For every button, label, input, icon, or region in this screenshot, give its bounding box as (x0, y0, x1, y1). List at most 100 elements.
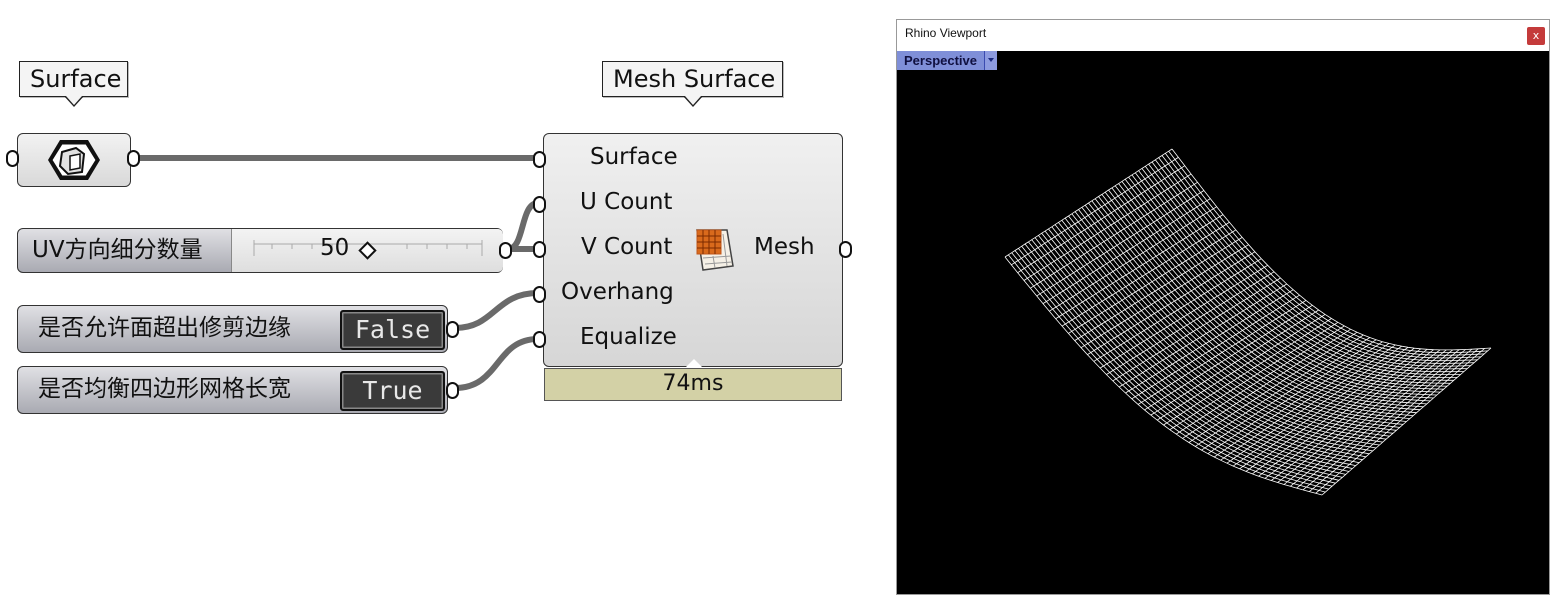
wire-overhang (452, 290, 541, 331)
mesh-line-v (1118, 283, 1288, 388)
slider-output-grip[interactable] (499, 242, 512, 259)
input-u-count[interactable]: U Count (580, 189, 673, 215)
mesh-surface-callout: Mesh Surface (602, 61, 783, 107)
mesh-line-u (1124, 178, 1444, 390)
mesh-line-u (1121, 181, 1441, 393)
mesh-line-v (1055, 214, 1224, 320)
viewport-tab-perspective[interactable]: Perspective (897, 51, 997, 70)
mesh-line-u (1111, 187, 1431, 402)
mesh-line-v (1290, 349, 1460, 487)
boolean-toggle-overhang[interactable]: 是否允许面超出修剪边缘 False (17, 305, 448, 353)
input-surface[interactable]: Surface (590, 144, 678, 170)
boolean-toggle-value[interactable]: True (340, 371, 445, 411)
mesh-line-v (1309, 348, 1479, 492)
surface-param-icon (48, 140, 100, 180)
mesh-line-v (1213, 341, 1383, 458)
mesh-line-u (1164, 153, 1485, 356)
surface-param[interactable] (17, 133, 131, 187)
mesh-line-u (1031, 239, 1350, 472)
viewport-window-title: Rhino Viewport (905, 26, 987, 40)
mesh-line-v (1087, 251, 1256, 355)
rhino-viewport-window[interactable]: Rhino Viewport x Perspective (896, 19, 1550, 595)
boolean-overhang-output-grip[interactable] (446, 321, 459, 338)
mesh-preview (1004, 148, 1492, 496)
mesh-line-v (1049, 206, 1217, 312)
output-mesh[interactable]: Mesh (754, 234, 815, 260)
mesh-line-v (1137, 300, 1307, 405)
surface-param-input-grip[interactable] (6, 150, 19, 167)
surface-param-output-grip[interactable] (127, 150, 140, 167)
mesh-line-v (1182, 328, 1351, 439)
slider-value: 50 (320, 235, 350, 261)
output-grip-mesh[interactable] (839, 241, 852, 258)
mesh-line-v (1239, 346, 1409, 470)
mesh-line-v (1188, 331, 1358, 443)
input-grip-overhang[interactable] (533, 286, 546, 303)
mesh-line-v (1068, 229, 1237, 334)
number-slider[interactable]: UV方向细分数量 50 (17, 228, 503, 273)
runtime-bar: 74ms (544, 368, 842, 401)
boolean-toggle-label: 是否允许面超出修剪边缘 (38, 315, 291, 341)
mesh-line-v (1232, 345, 1402, 467)
mesh-line-v (1163, 318, 1332, 426)
mesh-line-v (1030, 181, 1198, 289)
mesh-line-v (1156, 314, 1326, 421)
component-tab-notch (686, 359, 702, 367)
boolean-toggle-equalize[interactable]: 是否均衡四边形网格长宽 True (17, 366, 448, 414)
mesh-line-v (1131, 294, 1300, 400)
mesh-line-v (1220, 343, 1390, 461)
mesh-line-v (1023, 173, 1192, 281)
mesh-line-v (1061, 221, 1230, 327)
mesh-line-v (1093, 258, 1262, 362)
input-equalize[interactable]: Equalize (580, 324, 677, 350)
mesh-line-v (1011, 157, 1179, 266)
boolean-equalize-output-grip[interactable] (446, 382, 459, 399)
mesh-line-v (1074, 237, 1243, 341)
mesh-line-v (1201, 337, 1371, 451)
mesh-line-v (1194, 334, 1364, 447)
wire-layer (134, 155, 541, 391)
input-v-count[interactable]: V Count (581, 234, 673, 260)
mesh-line-v (1080, 244, 1249, 349)
boolean-toggle-value[interactable]: False (340, 310, 445, 350)
mesh-surface-icon (696, 229, 734, 271)
input-overhang[interactable]: Overhang (561, 279, 674, 305)
mesh-line-u (1161, 155, 1481, 359)
mesh-line-v (1144, 304, 1313, 411)
boolean-toggle-label: 是否均衡四边形网格长宽 (38, 376, 291, 402)
mesh-line-v (1042, 198, 1211, 304)
input-grip-u-count[interactable] (533, 196, 546, 213)
mesh-line-v (1099, 264, 1268, 369)
mesh-line-v (1258, 348, 1428, 477)
mesh-line-u (1014, 250, 1333, 487)
mesh-line-u (1018, 248, 1336, 484)
wire-equalize (452, 336, 541, 391)
mesh-line-v (1004, 148, 1173, 258)
mesh-line-v (1296, 349, 1466, 489)
input-grip-surface[interactable] (533, 151, 546, 168)
mesh-line-v (1245, 347, 1415, 472)
input-grip-equalize[interactable] (533, 331, 546, 348)
mesh-line-v (1271, 349, 1441, 481)
mesh-line-v (1112, 277, 1281, 382)
mesh-line-v (1150, 309, 1319, 416)
mesh-line-v (1207, 339, 1377, 455)
mesh-line-u (1011, 252, 1329, 490)
chevron-down-icon[interactable] (984, 51, 997, 70)
mesh-surface-component[interactable]: Surface U Count V Count Overhang Equaliz… (543, 133, 843, 367)
mesh-line-v (1226, 344, 1396, 464)
mesh-line-v (1321, 347, 1492, 496)
mesh-line-v (1302, 348, 1473, 491)
close-icon[interactable]: x (1527, 27, 1545, 45)
mesh-line-v (1252, 348, 1422, 475)
mesh-surface-callout-text: Mesh Surface (613, 65, 776, 93)
slider-track[interactable]: 50 (231, 229, 503, 272)
surface-callout-text: Surface (30, 65, 122, 93)
mesh-line-v (1283, 349, 1453, 485)
mesh-line-v (1125, 289, 1294, 394)
mesh-line-v (1264, 349, 1434, 479)
mesh-lines (1004, 148, 1492, 496)
input-grip-v-count[interactable] (533, 241, 546, 258)
viewport-canvas[interactable]: Perspective (897, 51, 1549, 594)
mesh-line-v (1106, 271, 1275, 375)
